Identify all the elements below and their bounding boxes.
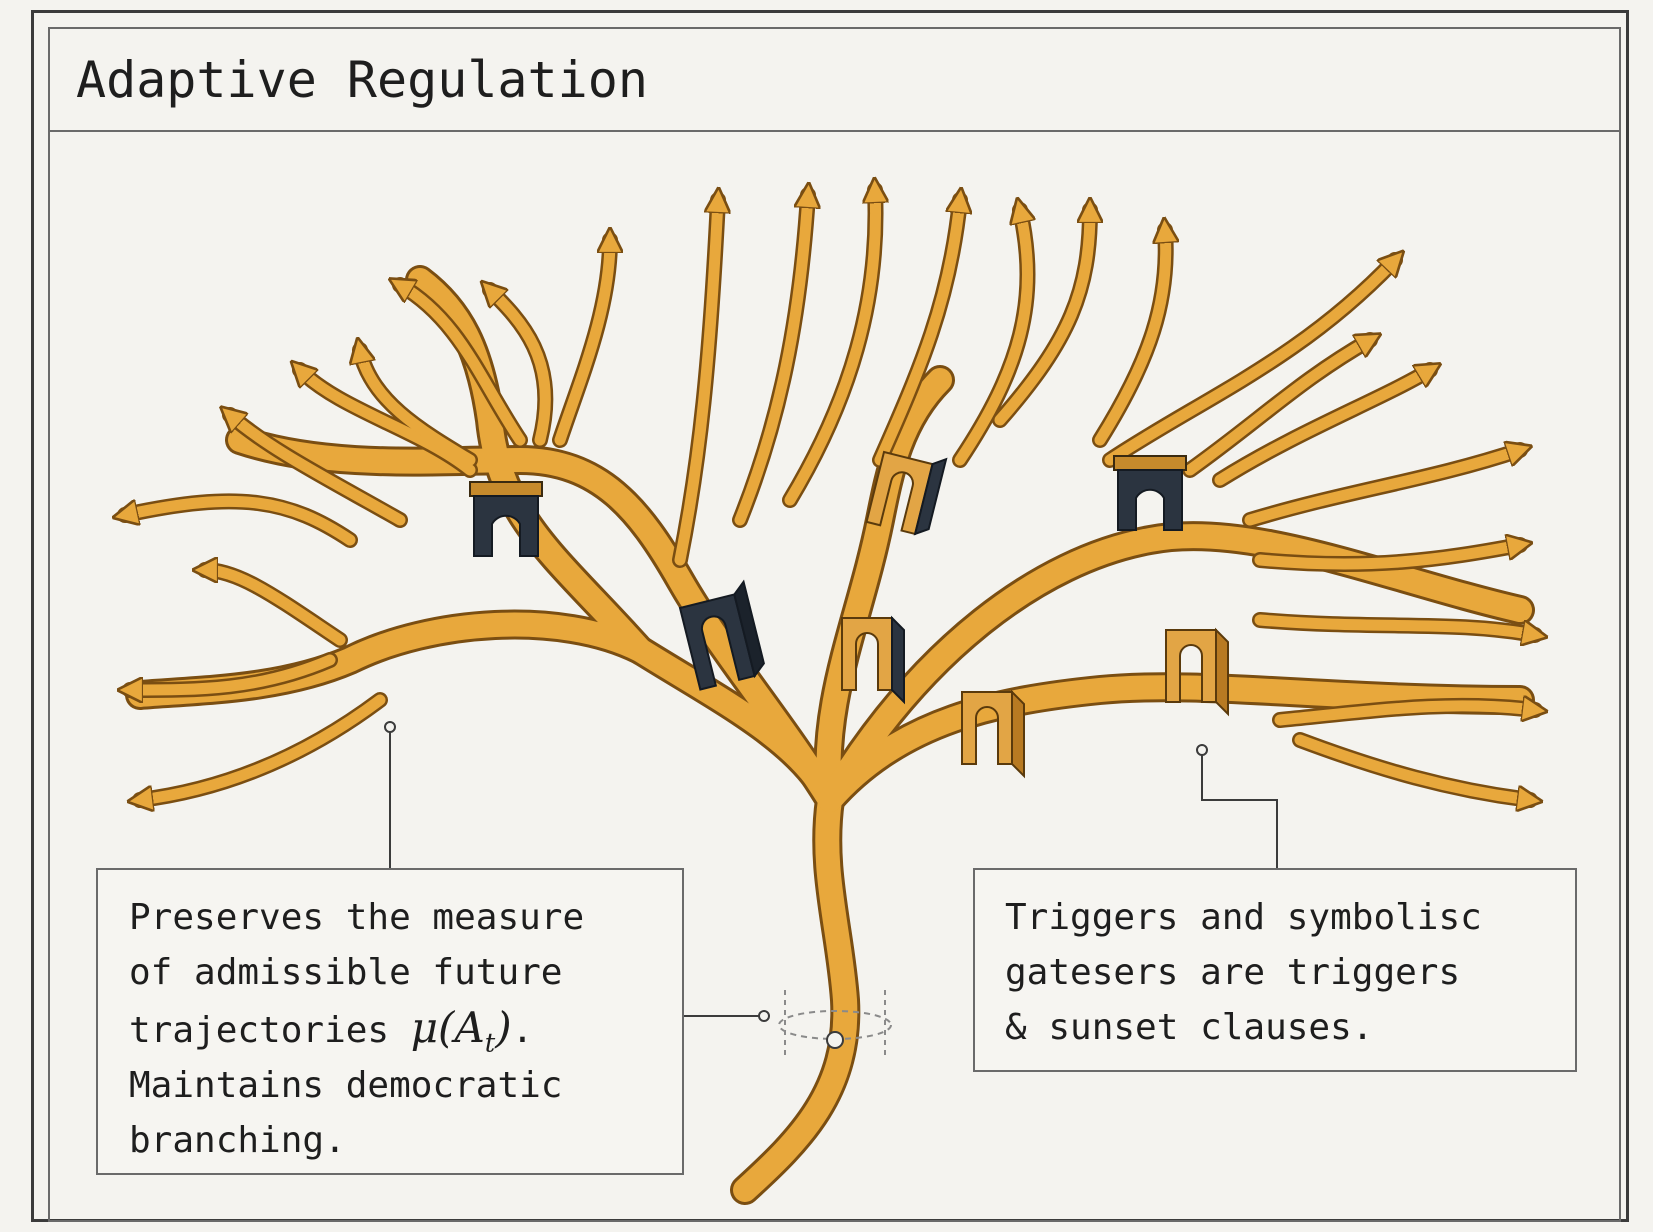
callout-left-line-4: Maintains democratic	[129, 1065, 563, 1106]
callout-leaders	[384, 721, 1278, 1022]
callout-triggers-sunset: Triggers and symbolisc gatesers are trig…	[973, 868, 1577, 1072]
callout-admissible-trajectories: Preserves the measure of admissible futu…	[96, 868, 684, 1175]
gate-gold-1	[865, 450, 948, 536]
callout-left-line-2: of admissible future	[129, 952, 563, 993]
gate-gold-2	[841, 615, 905, 705]
measure-formula: μ(At)	[410, 1003, 512, 1059]
header-divider	[48, 130, 1621, 132]
tree-branches	[125, 265, 1535, 1205]
leader-right	[1201, 750, 1278, 868]
measure-ring	[778, 990, 892, 1055]
callout-right-line-3: & sunset clauses.	[1005, 1007, 1374, 1048]
gate-dark-3	[678, 579, 765, 691]
callout-left-line-3-text: trajectories	[129, 1010, 411, 1051]
gate-dark-2	[1113, 455, 1187, 531]
branch-arrows	[125, 190, 1535, 800]
callout-left-line-5: branching.	[129, 1120, 346, 1161]
inner-frame	[48, 27, 1621, 1222]
callout-right-line-2: gatesers are triggers	[1005, 952, 1461, 993]
callout-left-line-3: trajectories μ(At).	[129, 1003, 534, 1059]
panel-title: Adaptive Regulation	[76, 51, 648, 109]
gate-gold-3	[961, 689, 1025, 779]
gate-gold-4	[1165, 627, 1229, 717]
gate-dark-1	[469, 481, 543, 557]
regulatory-gates	[469, 450, 1229, 779]
callout-right-line-1: Triggers and symbolisc	[1005, 897, 1482, 938]
callout-left-line-1: Preserves the measure	[129, 897, 585, 938]
